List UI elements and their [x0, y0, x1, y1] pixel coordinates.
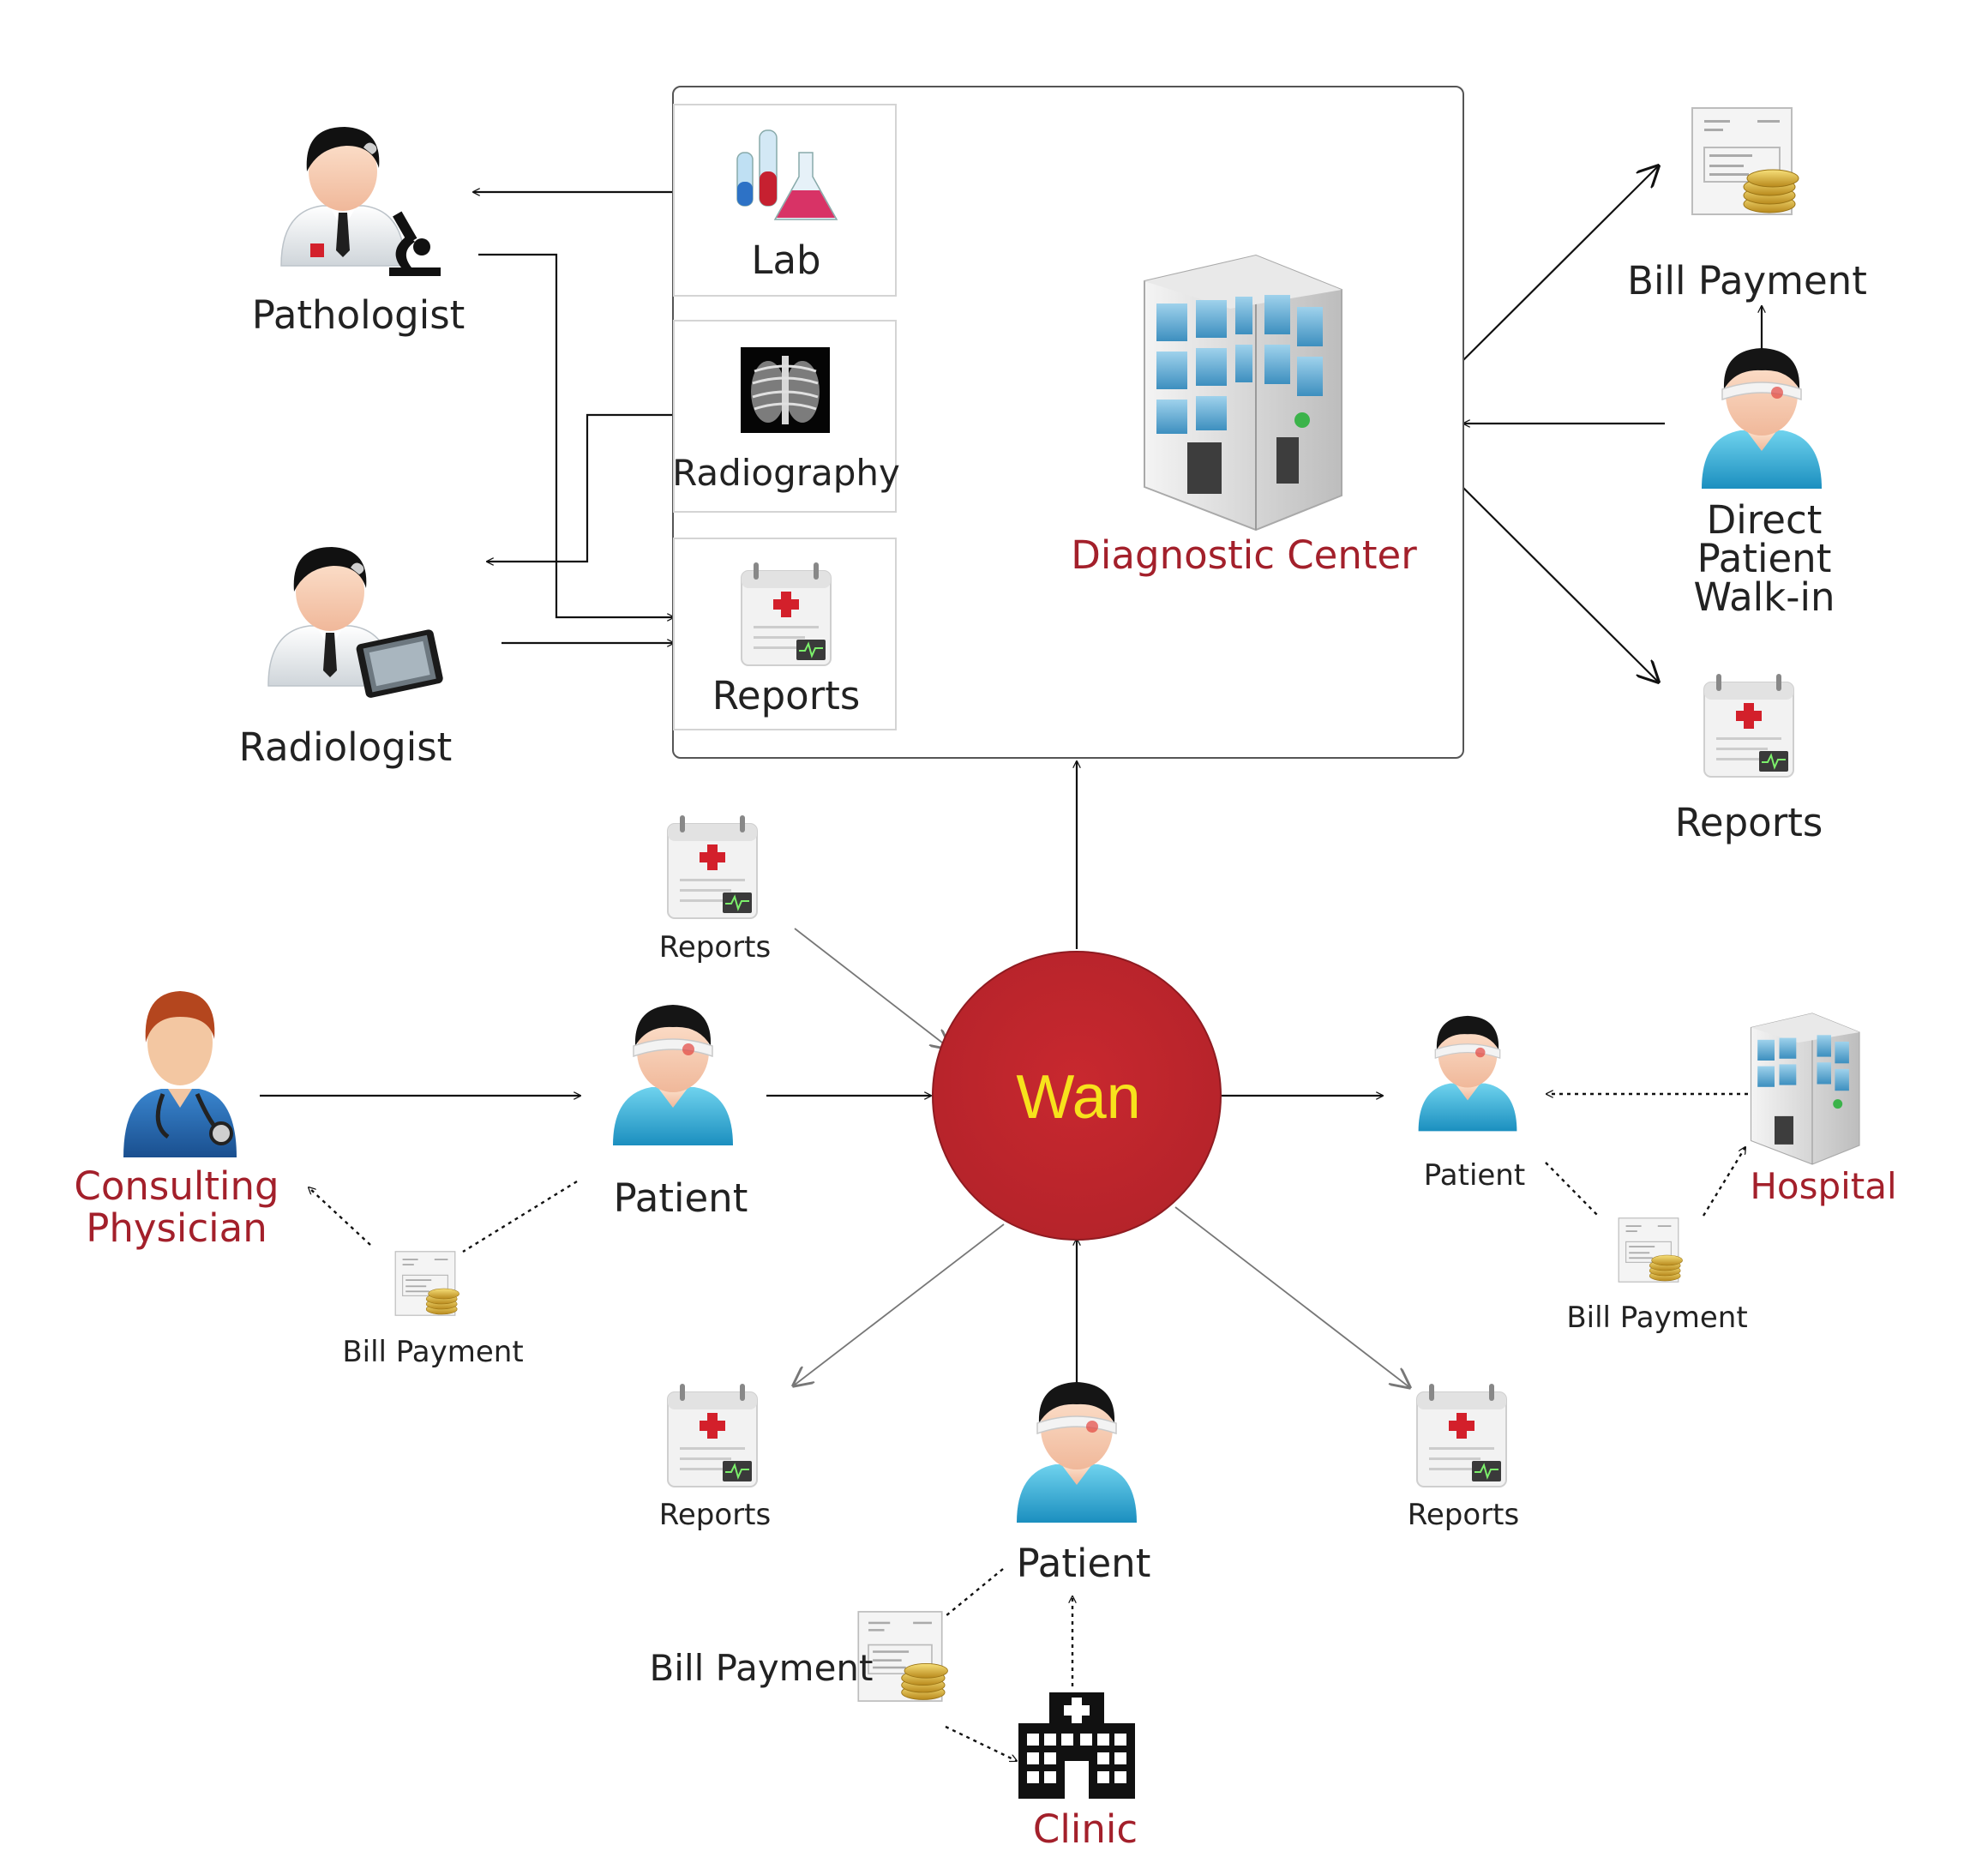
- clinic-label: Clinic: [1032, 1806, 1138, 1852]
- bill-coins-icon: [1691, 107, 1799, 215]
- walkin-patient-label: Direct Patient Walk-in: [1693, 497, 1835, 620]
- pathologist-label: Pathologist: [251, 292, 465, 338]
- bill-to-clinic-dotted: [945, 1725, 1017, 1761]
- connectors: [260, 166, 1762, 1387]
- patient-right-icon: [1417, 1015, 1518, 1133]
- clinic-icon: [1018, 1692, 1135, 1799]
- bill-left-label: Bill Payment: [342, 1335, 524, 1369]
- reports-section: [673, 538, 897, 730]
- bill-top-right-label: Bill Payment: [1627, 258, 1867, 303]
- bill-to-physician-dotted: [309, 1187, 371, 1246]
- center-to-reports-arrow: [1462, 487, 1658, 682]
- dotted-connectors: [309, 1094, 1748, 1761]
- consulting-physician-label: Consulting Physician: [74, 1163, 279, 1251]
- bill-bottom-label: Bill Payment: [649, 1647, 874, 1689]
- reports-right-label: Reports: [1674, 800, 1823, 845]
- bill-left-icon: [394, 1251, 460, 1316]
- patient-right-label: Patient: [1423, 1158, 1526, 1193]
- bill-to-hospital-dotted: [1702, 1147, 1745, 1217]
- reports-lower-left-icon: [667, 1383, 758, 1487]
- wan-node: [932, 951, 1222, 1241]
- walkin-patient-icon: [1701, 347, 1823, 490]
- doctor-xray-icon: [267, 546, 443, 698]
- hospital-label: Hospital: [1750, 1165, 1897, 1207]
- reports-to-wan-arrow: [794, 928, 950, 1049]
- pathologist-to-reports-arrow: [478, 253, 674, 617]
- lab-section: [673, 104, 897, 297]
- bill-right-icon: [1618, 1217, 1684, 1283]
- test-tubes-icon: [736, 129, 838, 220]
- center-to-bill-arrow: [1462, 166, 1658, 361]
- bill-right-label: Bill Payment: [1566, 1301, 1748, 1335]
- reports-section-label: Reports: [712, 673, 861, 718]
- patient-to-bill-right-dotted: [1545, 1162, 1599, 1217]
- radiography-label: Radiography: [672, 452, 900, 494]
- wan-to-reports-lower-left-arrow: [794, 1223, 1005, 1385]
- diagnostic-center-title: Diagnostic Center: [1071, 532, 1417, 578]
- patient-left-label: Patient: [613, 1175, 748, 1221]
- wan-to-reports-lower-right-arrow: [1174, 1206, 1409, 1387]
- patient-bottom-icon: [1016, 1381, 1138, 1523]
- lab-label: Lab: [751, 237, 821, 283]
- radiography-to-radiologist-arrow: [487, 413, 674, 562]
- radiologist-label: Radiologist: [238, 724, 453, 770]
- reports-upper-left-icon: [667, 814, 758, 919]
- reports-upper-left-label: Reports: [658, 930, 772, 965]
- patient-to-bill-bottom-dotted: [945, 1568, 1004, 1617]
- physician-stethoscope-icon: [123, 991, 237, 1157]
- wan-label: Wan: [1016, 1063, 1141, 1132]
- reports-lower-left-label: Reports: [658, 1498, 772, 1532]
- chest-xray-icon: [741, 347, 830, 433]
- office-building-icon: [1144, 255, 1342, 531]
- patient-bottom-label: Patient: [1016, 1541, 1151, 1586]
- reports-right-icon: [1703, 673, 1794, 778]
- patient-to-bill-dotted: [462, 1180, 578, 1253]
- hospital-building-icon: [1750, 1013, 1860, 1165]
- patient-left-icon: [612, 1004, 734, 1146]
- radiography-section: [673, 320, 897, 513]
- doctor-microscope-icon: [280, 126, 441, 276]
- reports-lower-right-icon: [1416, 1383, 1507, 1487]
- reports-lower-right-label: Reports: [1407, 1498, 1520, 1532]
